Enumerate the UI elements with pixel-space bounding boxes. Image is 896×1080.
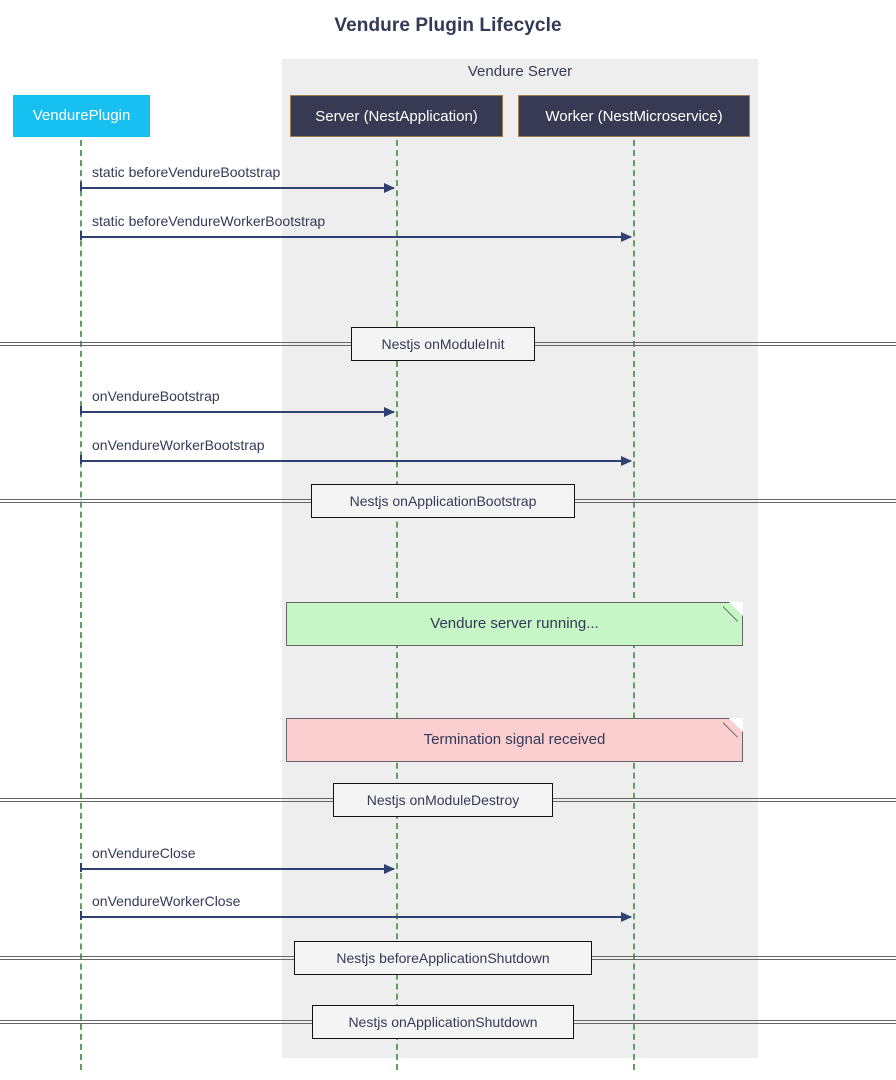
group-label: Vendure Server [467, 63, 573, 80]
divider-nestjs-onmoduledestroy: Nestjs onModuleDestroy [333, 783, 553, 817]
participant-worker[interactable]: Worker (NestMicroservice) [518, 95, 750, 137]
message-arrow-onvendureworkerbootstrap [80, 456, 632, 466]
message-arrow-onvendureclose [80, 864, 395, 874]
message-origin-tick [80, 455, 82, 464]
note-vendure-server-running: Vendure server running... [286, 602, 743, 646]
participant-label: Worker (NestMicroservice) [545, 108, 723, 125]
message-label: static beforeVendureWorkerBootstrap [92, 213, 326, 229]
participant-label: VendurePlugin [32, 107, 131, 124]
message-origin-tick [80, 182, 82, 191]
message-origin-tick [80, 231, 82, 240]
message-label: onVendureWorkerBootstrap [92, 437, 265, 453]
divider-label: Nestjs beforeApplicationShutdown [336, 950, 550, 966]
participant-label: Server (NestApplication) [315, 108, 478, 125]
participant-vendureplugin[interactable]: VendurePlugin [13, 95, 150, 137]
message-arrow-onvendureworkerclose [80, 912, 632, 922]
message-arrow-static-beforevendurebootstrap [80, 183, 395, 193]
note-fold-edge-icon [723, 718, 743, 738]
message-origin-tick [80, 863, 82, 872]
note-label: Vendure server running... [430, 615, 599, 632]
divider-label: Nestjs onApplicationShutdown [348, 1014, 538, 1030]
message-arrow-onvendurebootstrap [80, 407, 395, 417]
message-label: onVendureBootstrap [92, 388, 220, 404]
group-box-vendure-server [282, 59, 758, 1058]
page-title: Vendure Plugin Lifecycle [334, 15, 562, 36]
message-label: onVendureClose [92, 845, 196, 861]
lifeline-plugin [80, 140, 82, 1070]
participant-server[interactable]: Server (NestApplication) [290, 95, 503, 137]
divider-nestjs-onapplicationbootstrap: Nestjs onApplicationBootstrap [311, 484, 575, 518]
note-fold-edge-icon [723, 602, 743, 622]
divider-label: Nestjs onApplicationBootstrap [349, 493, 537, 509]
divider-nestjs-onapplicationshutdown: Nestjs onApplicationShutdown [312, 1005, 574, 1039]
divider-label: Nestjs onModuleDestroy [366, 792, 520, 808]
note-label: Termination signal received [423, 731, 606, 748]
message-label: static beforeVendureBootstrap [92, 164, 281, 180]
message-origin-tick [80, 406, 82, 415]
message-label: onVendureWorkerClose [92, 893, 241, 909]
message-origin-tick [80, 911, 82, 920]
divider-nestjs-onmoduleinit: Nestjs onModuleInit [351, 327, 535, 361]
divider-label: Nestjs onModuleInit [381, 336, 505, 352]
note-termination-signal-received: Termination signal received [286, 718, 743, 762]
message-arrow-static-beforevendureworkerbootstrap [80, 232, 632, 242]
divider-nestjs-beforeapplicationshutdown: Nestjs beforeApplicationShutdown [294, 941, 592, 975]
